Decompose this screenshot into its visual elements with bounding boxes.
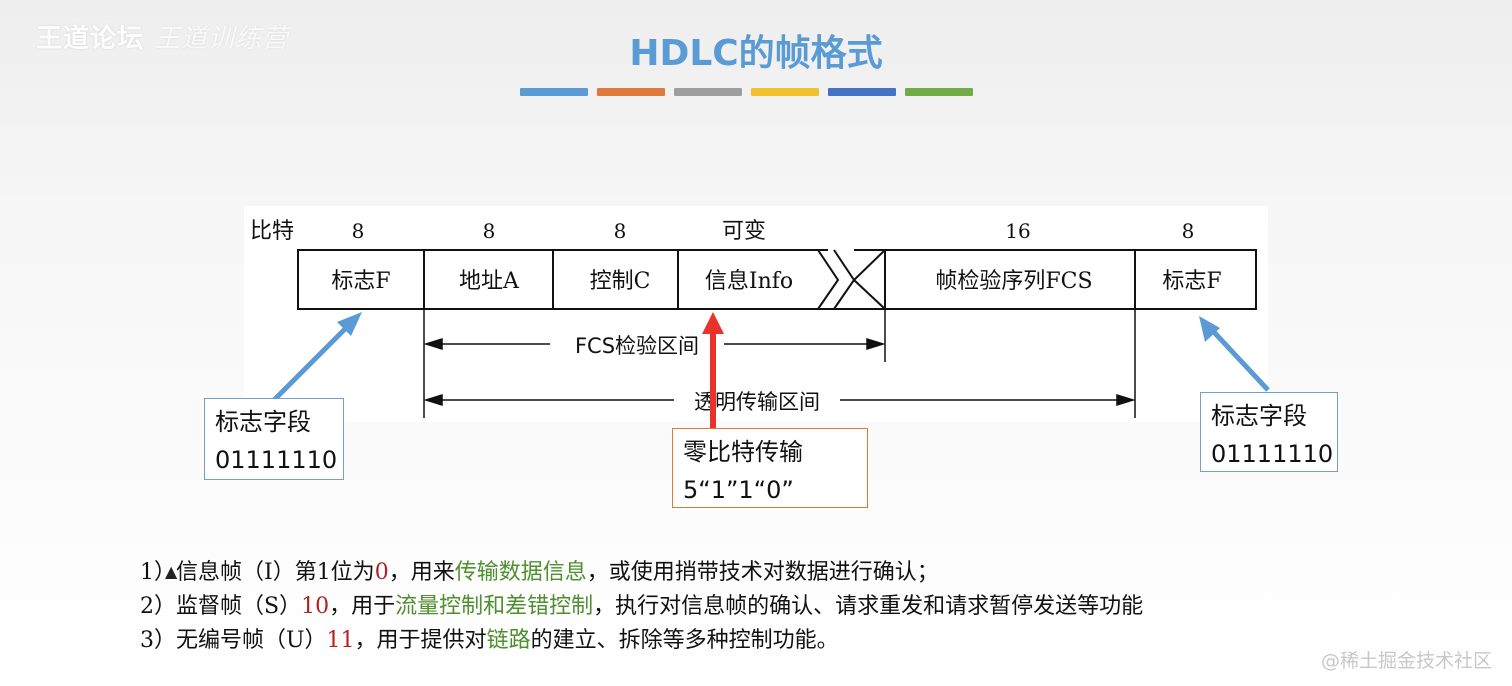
- field-flag-right: 标志F: [1162, 269, 1221, 294]
- note-highlight-green: 流量控制和差错控制: [395, 594, 594, 619]
- color-bar: [828, 88, 896, 96]
- note-highlight-red: 11: [326, 628, 355, 653]
- fcs-range-label: FCS检验区间: [575, 334, 699, 358]
- right-flag-callout: 标志字段 01111110: [1200, 392, 1338, 472]
- left-flag-callout-title: 标志字段: [215, 408, 311, 436]
- page-title: HDLC的帧格式: [629, 33, 883, 74]
- corner-watermark: @稀土掘金技术社区: [1320, 650, 1492, 672]
- range-markers: [423, 309, 1136, 418]
- transparent-range-arrow: [423, 393, 1136, 407]
- right-flag-callout-value: 01111110: [1211, 440, 1334, 468]
- note-highlight-red: 10: [301, 594, 330, 619]
- color-bar: [905, 88, 973, 96]
- title-color-bars: [520, 88, 980, 96]
- bits-address: 8: [483, 219, 496, 243]
- bits-label: 比特: [250, 219, 294, 244]
- forum-watermark: 王道论坛王道训练营: [36, 18, 289, 55]
- right-flag-callout-title: 标志字段: [1211, 402, 1307, 430]
- left-flag-callout-value: 01111110: [215, 446, 338, 474]
- color-bar: [520, 88, 588, 96]
- mouse-cursor-icon: ▲: [165, 562, 178, 581]
- note-text: 2）监督帧（S）: [140, 594, 302, 619]
- note-highlight-green: 传输数据信息: [454, 560, 587, 585]
- color-bar: [674, 88, 742, 96]
- transparent-range-label-bg: [674, 384, 840, 416]
- frame-type-notes: 1）信息帧（I）第1位为0，用来传输数据信息，或使用捎带技术对数据进行确认； 2…: [140, 556, 1460, 658]
- frame-diagram: 比特 8 8 8 可变 16 8 标志F 地址A 控制C 信息Info 帧检验序…: [244, 206, 1268, 422]
- bits-info: 可变: [722, 219, 766, 244]
- bits-fcs: 16: [1005, 219, 1030, 243]
- frame-box: [297, 249, 1257, 310]
- note-text: ，执行对信息帧的确认、请求重发和请求暂停发送等功能: [593, 594, 1144, 619]
- zero-bit-callout-title: 零比特传输: [683, 438, 803, 466]
- note-unnumbered-frame: 3）无编号帧（U）11，用于提供对链路的建立、拆除等多种控制功能。: [140, 624, 1460, 658]
- color-bar: [597, 88, 665, 96]
- left-flag-callout: 标志字段 01111110: [204, 398, 344, 480]
- bits-flag-right: 8: [1182, 219, 1195, 243]
- note-text: 1）信息帧（I）第1位为: [140, 560, 375, 585]
- scribble-logo: 王道训练营: [154, 24, 290, 54]
- forum-name: 王道论坛: [36, 24, 145, 54]
- note-text: ，用来: [388, 560, 455, 585]
- note-text: ，用于: [329, 594, 396, 619]
- note-text: 3）无编号帧（U）: [140, 628, 327, 653]
- note-text: 的建立、拆除等多种控制功能。: [530, 628, 839, 653]
- field-flag-left: 标志F: [331, 269, 390, 294]
- note-highlight-green: 链路: [486, 628, 531, 653]
- note-text: ，用于提供对: [354, 628, 487, 653]
- fcs-range-arrow: [423, 337, 886, 351]
- zero-bit-callout-value: 5“1”1“0”: [683, 476, 794, 504]
- note-highlight-red: 0: [374, 560, 389, 585]
- field-fcs: 帧检验序列FCS: [935, 269, 1092, 294]
- note-info-frame: 1）信息帧（I）第1位为0，用来传输数据信息，或使用捎带技术对数据进行确认；: [140, 556, 1460, 590]
- field-control: 控制C: [590, 269, 651, 294]
- note-supervisory-frame: 2）监督帧（S）10，用于流量控制和差错控制，执行对信息帧的确认、请求重发和请求…: [140, 590, 1460, 624]
- field-address: 地址A: [459, 269, 520, 294]
- zero-bit-callout: 零比特传输 5“1”1“0”: [672, 428, 868, 508]
- color-bar: [751, 88, 819, 96]
- bits-flag-left: 8: [352, 219, 365, 243]
- fcs-range-label-bg: [550, 328, 724, 360]
- note-text: ，或使用捎带技术对数据进行确认；: [586, 560, 939, 585]
- bits-control: 8: [614, 219, 627, 243]
- transparent-range-label: 透明传输区间: [694, 390, 820, 414]
- field-info: 信息Info: [705, 269, 793, 294]
